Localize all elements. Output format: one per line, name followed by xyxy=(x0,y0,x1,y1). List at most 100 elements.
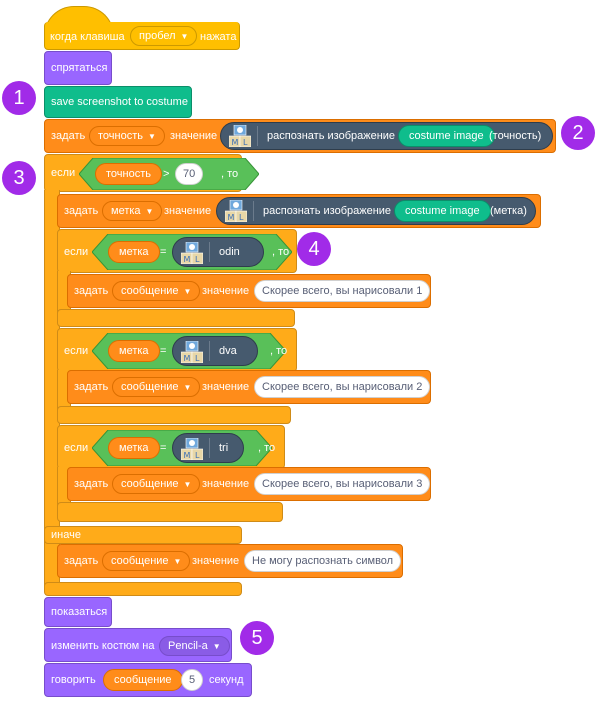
label-var-dropdown[interactable]: метка▼ xyxy=(102,201,163,221)
message-var-dropdown[interactable]: сообщение▼ xyxy=(102,551,191,571)
if-odin-bottom xyxy=(57,309,295,327)
show-block[interactable]: показаться xyxy=(44,597,112,627)
callout-badge-1: 1 xyxy=(2,81,36,115)
chevron-down-icon: ▼ xyxy=(147,132,156,141)
recognize-label: распознать изображение xyxy=(267,130,396,142)
set-label: задать xyxy=(64,205,99,217)
equals-symbol: = xyxy=(160,246,167,258)
hat-label-pressed: нажата xyxy=(200,31,237,43)
message-1-input[interactable]: Скорее всего, вы нарисовали 1 xyxy=(254,280,431,302)
value-label: значение xyxy=(202,285,250,297)
set-label: задать xyxy=(74,285,109,297)
threshold-value-input[interactable]: 70 xyxy=(175,163,204,185)
if-dva-bottom xyxy=(57,406,291,424)
chevron-down-icon: ▼ xyxy=(183,480,192,489)
value-label: значение xyxy=(170,130,218,142)
equals-symbol: = xyxy=(160,345,167,357)
if-label: если xyxy=(64,345,89,357)
svg-text:L: L xyxy=(243,138,248,147)
greater-than-symbol: > xyxy=(163,168,170,180)
svg-text:L: L xyxy=(239,213,244,222)
set-label: задать xyxy=(51,130,86,142)
svg-text:L: L xyxy=(195,354,200,363)
hide-label: спрятаться xyxy=(51,62,108,74)
chevron-down-icon: ▼ xyxy=(173,557,182,566)
then-label: , то xyxy=(221,168,239,180)
if-confidence-bottom xyxy=(44,582,242,596)
svg-text:L: L xyxy=(195,255,200,264)
set-message-3-block[interactable]: задать сообщение▼ значение Скорее всего,… xyxy=(67,467,431,501)
else-label: иначе xyxy=(51,529,81,541)
value-label: значение xyxy=(192,555,240,567)
chevron-down-icon: ▼ xyxy=(183,287,192,296)
message-2-input[interactable]: Скорее всего, вы нарисовали 2 xyxy=(254,376,431,398)
field-confidence-label: (точность) xyxy=(489,130,542,142)
message-reporter[interactable]: сообщение xyxy=(103,669,183,691)
if-label: если xyxy=(51,167,76,179)
if-confidence-block[interactable]: если точность > 70 , то xyxy=(44,154,259,192)
callout-badge-5: 5 xyxy=(240,621,274,655)
costume-image-reporter[interactable]: costume image xyxy=(394,200,491,222)
message-var-dropdown[interactable]: сообщение▼ xyxy=(112,474,201,494)
costume-dropdown[interactable]: Pencil-a▼ xyxy=(159,636,230,656)
if-label: если xyxy=(64,442,89,454)
confidence-var-dropdown[interactable]: точность▼ xyxy=(89,126,165,146)
equals-symbol: = xyxy=(160,442,167,454)
then-label: , то xyxy=(270,345,288,357)
save-screenshot-block[interactable]: save screenshot to costume xyxy=(44,86,192,118)
set-message-2-block[interactable]: задать сообщение▼ значение Скорее всего,… xyxy=(67,370,431,404)
message-var-dropdown[interactable]: сообщение▼ xyxy=(112,281,201,301)
key-dropdown[interactable]: пробел▼ xyxy=(130,26,198,46)
set-message-1-block[interactable]: задать сообщение▼ значение Скорее всего,… xyxy=(67,274,431,308)
svg-text:L: L xyxy=(195,451,200,460)
svg-text:M: M xyxy=(232,138,239,147)
label-reporter[interactable]: метка xyxy=(108,241,160,263)
confidence-reporter[interactable]: точность xyxy=(95,163,162,185)
hat-label-when-key: когда клавиша xyxy=(50,31,125,43)
ml-label-tri: tri xyxy=(219,442,229,454)
field-label-label: (метка) xyxy=(490,205,527,217)
chevron-down-icon: ▼ xyxy=(180,32,189,41)
chevron-down-icon: ▼ xyxy=(212,642,221,651)
value-label: значение xyxy=(202,381,250,393)
message-else-input[interactable]: Не могу распознать символ xyxy=(244,550,402,572)
save-screenshot-label: save screenshot to costume xyxy=(51,96,188,108)
label-reporter[interactable]: метка xyxy=(108,340,160,362)
label-reporter[interactable]: метка xyxy=(108,437,160,459)
ml-label-dva: dva xyxy=(219,345,237,357)
if-label: если xyxy=(64,246,89,258)
show-label: показаться xyxy=(51,606,108,618)
if-confidence-else-bar: иначе xyxy=(44,526,242,544)
message-3-input[interactable]: Скорее всего, вы нарисовали 3 xyxy=(254,473,431,495)
callout-badge-3: 3 xyxy=(2,161,36,195)
costume-image-reporter[interactable]: costume image xyxy=(398,125,495,147)
svg-text:M: M xyxy=(184,354,191,363)
seconds-label: секунд xyxy=(209,674,244,686)
set-label: задать xyxy=(74,381,109,393)
chevron-down-icon: ▼ xyxy=(145,207,154,216)
if-tri-bottom xyxy=(57,502,283,522)
message-var-dropdown[interactable]: сообщение▼ xyxy=(112,377,201,397)
callout-badge-4: 4 xyxy=(297,232,331,266)
switch-costume-block[interactable]: изменить костюм на Pencil-a▼ xyxy=(44,628,232,662)
when-key-pressed-hat[interactable]: когда клавиша пробел▼ нажата xyxy=(44,6,240,50)
hide-block[interactable]: спрятаться xyxy=(44,51,112,85)
say-for-secs-block[interactable]: говорить сообщение 5 секунд xyxy=(44,663,252,697)
seconds-input[interactable]: 5 xyxy=(181,669,204,691)
set-message-else-block[interactable]: задать сообщение▼ значение Не могу распо… xyxy=(57,544,403,578)
set-label: задать xyxy=(74,478,109,490)
callout-badge-2: 2 xyxy=(561,116,595,150)
